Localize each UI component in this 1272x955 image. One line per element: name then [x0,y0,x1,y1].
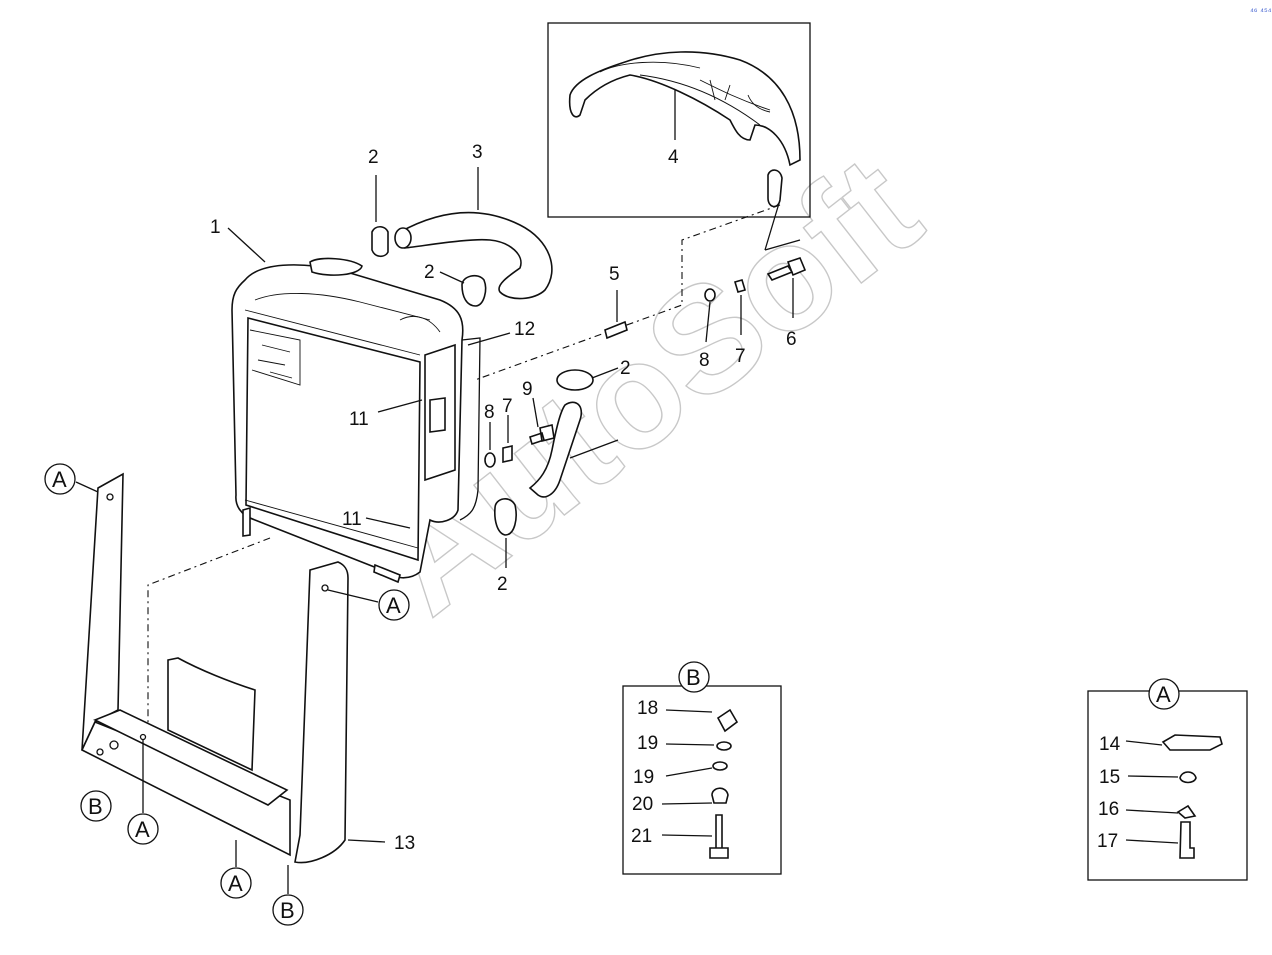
part-15 [1179,771,1197,784]
washer-8-lower [484,452,496,468]
callout-8-upper: 8 [699,350,710,371]
washer-7-upper [734,279,746,293]
detail-a-item-3: 16 [1098,799,1119,820]
radiator-filler-neck [309,257,363,276]
frame-gusset [167,657,256,772]
washer-7-lower [502,445,513,463]
part-14 [1161,734,1223,751]
frame-left-leg [81,472,124,751]
callout-2-a: 2 [368,147,379,168]
part-19-b [712,761,728,771]
callout-9: 9 [522,379,533,400]
hose-clamp-right [556,369,594,391]
callout-1: 1 [210,217,221,238]
callout-2-b: 2 [424,262,435,283]
shroud-hardware: 5 8 7 6 [604,257,807,371]
detail-b-title: B [686,665,701,690]
callout-8-lower: 8 [484,402,495,423]
hose-clamp-lower [494,498,517,536]
detail-a-item-1: 14 [1099,734,1121,755]
detail-b-item-1: 18 [637,698,658,719]
upper-hose-group: 2 3 2 [368,142,553,307]
detail-b-item-2: 19 [637,733,658,754]
ref-a-2: A [386,593,401,618]
detail-b-item-5: 21 [631,826,652,847]
detail-a-item-4: 17 [1097,831,1118,852]
radiator: 1 [210,217,464,584]
detail-b-item-3: 19 [633,767,654,788]
washer-8-upper [704,288,716,302]
fan-shroud-inset: 4 [547,22,811,218]
ref-a-1: A [52,467,67,492]
ref-a-3: A [135,817,150,842]
detail-b-item-4: 20 [632,794,653,815]
callout-7-upper: 7 [735,346,746,367]
bolt-6 [766,257,807,281]
reference-marks: A A B A A B [44,463,410,926]
fan-shroud [568,51,801,167]
part-18 [716,708,739,733]
corner-mark: ⁴⁶ ⁴⁵⁴ [1250,6,1272,16]
frame-bottom [80,720,291,857]
assembly-lines [147,199,801,760]
bolt-9 [529,424,555,446]
inset-frame [547,22,811,218]
callout-2-c: 2 [620,358,631,379]
ref-b-2: B [280,898,295,923]
detail-box-b: B 18 19 19 20 21 [622,661,782,875]
upper-hose [399,211,553,300]
callout-3: 3 [472,142,483,163]
support-frame: 13 [80,472,415,864]
bolt-17 [1179,821,1195,859]
overflow-tube [459,337,481,521]
callout-2-d: 2 [497,574,508,595]
callout-6: 6 [786,329,797,350]
callout-12: 12 [514,319,535,340]
part-16 [1176,804,1197,819]
detail-a-title: A [1156,682,1171,707]
part-20 [711,787,729,804]
callout-7-lower: 7 [502,396,513,417]
bolt-21 [709,814,729,859]
ref-b-1: B [88,794,103,819]
hose-clamp-upper [371,225,389,258]
radiator-core [245,316,421,562]
callout-11-upper: 11 [349,409,369,430]
callout-11-lower: 11 [342,509,362,530]
part-19-a [716,741,732,751]
detail-box-a: A 14 15 16 17 [1087,678,1248,881]
part-5 [604,320,628,340]
callout-4: 4 [668,147,679,168]
detail-a-item-2: 15 [1099,767,1120,788]
ref-a-4: A [228,871,243,896]
callout-5: 5 [609,264,620,285]
hose-clamp-mid [461,274,487,307]
lower-hose [528,401,583,498]
frame-right-leg [294,561,349,864]
callout-13: 13 [394,833,415,854]
lower-hose-group: 2 8 7 9 2 [484,358,631,595]
